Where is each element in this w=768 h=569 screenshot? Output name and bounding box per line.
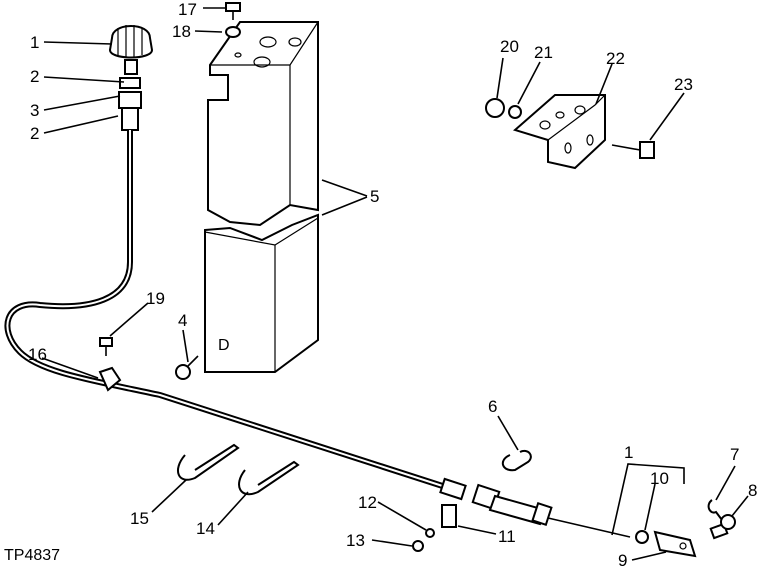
callout-21: 21 — [534, 43, 553, 62]
callout-15: 15 — [130, 509, 149, 528]
washer-3 — [119, 77, 141, 89]
nut-13 — [412, 540, 424, 552]
callout-20: 20 — [500, 37, 519, 56]
bolt-17 — [225, 2, 241, 20]
callout-7: 7 — [730, 445, 739, 464]
callout-10: 10 — [650, 469, 669, 488]
callout-11: 11 — [498, 527, 516, 546]
cable-sleeve — [121, 107, 139, 131]
cable-tie-14 — [238, 460, 300, 496]
nut-20 — [485, 98, 505, 118]
callout-2-a: 2 — [30, 67, 39, 86]
nut-10 — [635, 530, 649, 544]
callout-1-bottom: 1 — [624, 443, 633, 462]
cable-end — [439, 477, 631, 538]
callout-2-b: 2 — [30, 124, 39, 143]
pin-8 — [709, 514, 736, 540]
callout-3: 3 — [30, 101, 39, 120]
callout-1-top: 1 — [30, 33, 39, 52]
callout-23: 23 — [674, 75, 693, 94]
clamp-11 — [441, 504, 457, 528]
callout-22: 22 — [606, 49, 625, 68]
nut-2b — [118, 91, 142, 109]
callout-5: 5 — [370, 187, 379, 206]
clevis-9 — [653, 530, 697, 558]
screw-19 — [99, 337, 113, 356]
bracket-22 — [512, 94, 606, 170]
u-clip-6 — [501, 450, 532, 472]
callout-9: 9 — [618, 551, 627, 569]
nut-2a — [124, 59, 138, 75]
callout-4: 4 — [178, 311, 187, 330]
callout-16: 16 — [28, 345, 47, 364]
callout-19: 19 — [146, 289, 165, 308]
callout-14: 14 — [196, 519, 215, 538]
callout-6: 6 — [488, 397, 497, 416]
cable-tie-15 — [176, 443, 240, 481]
washer-12 — [425, 528, 435, 538]
callout-13: 13 — [346, 531, 365, 550]
washer-18 — [225, 26, 241, 38]
battery-box: D — [204, 21, 319, 373]
throttle-knob — [108, 25, 154, 59]
callout-18: 18 — [172, 22, 191, 41]
washer-21 — [508, 105, 522, 119]
bolt-4 — [175, 355, 199, 380]
callout-17: 17 — [178, 0, 197, 19]
callout-12: 12 — [358, 493, 377, 512]
bolt-23 — [611, 141, 655, 159]
cotter-pin-7 — [707, 499, 723, 521]
clip-16 — [98, 366, 122, 392]
figure-code: TP4837 — [4, 547, 60, 564]
panel-mark: D — [218, 337, 230, 354]
callout-8: 8 — [748, 481, 757, 500]
leader-lines — [41, 7, 749, 561]
